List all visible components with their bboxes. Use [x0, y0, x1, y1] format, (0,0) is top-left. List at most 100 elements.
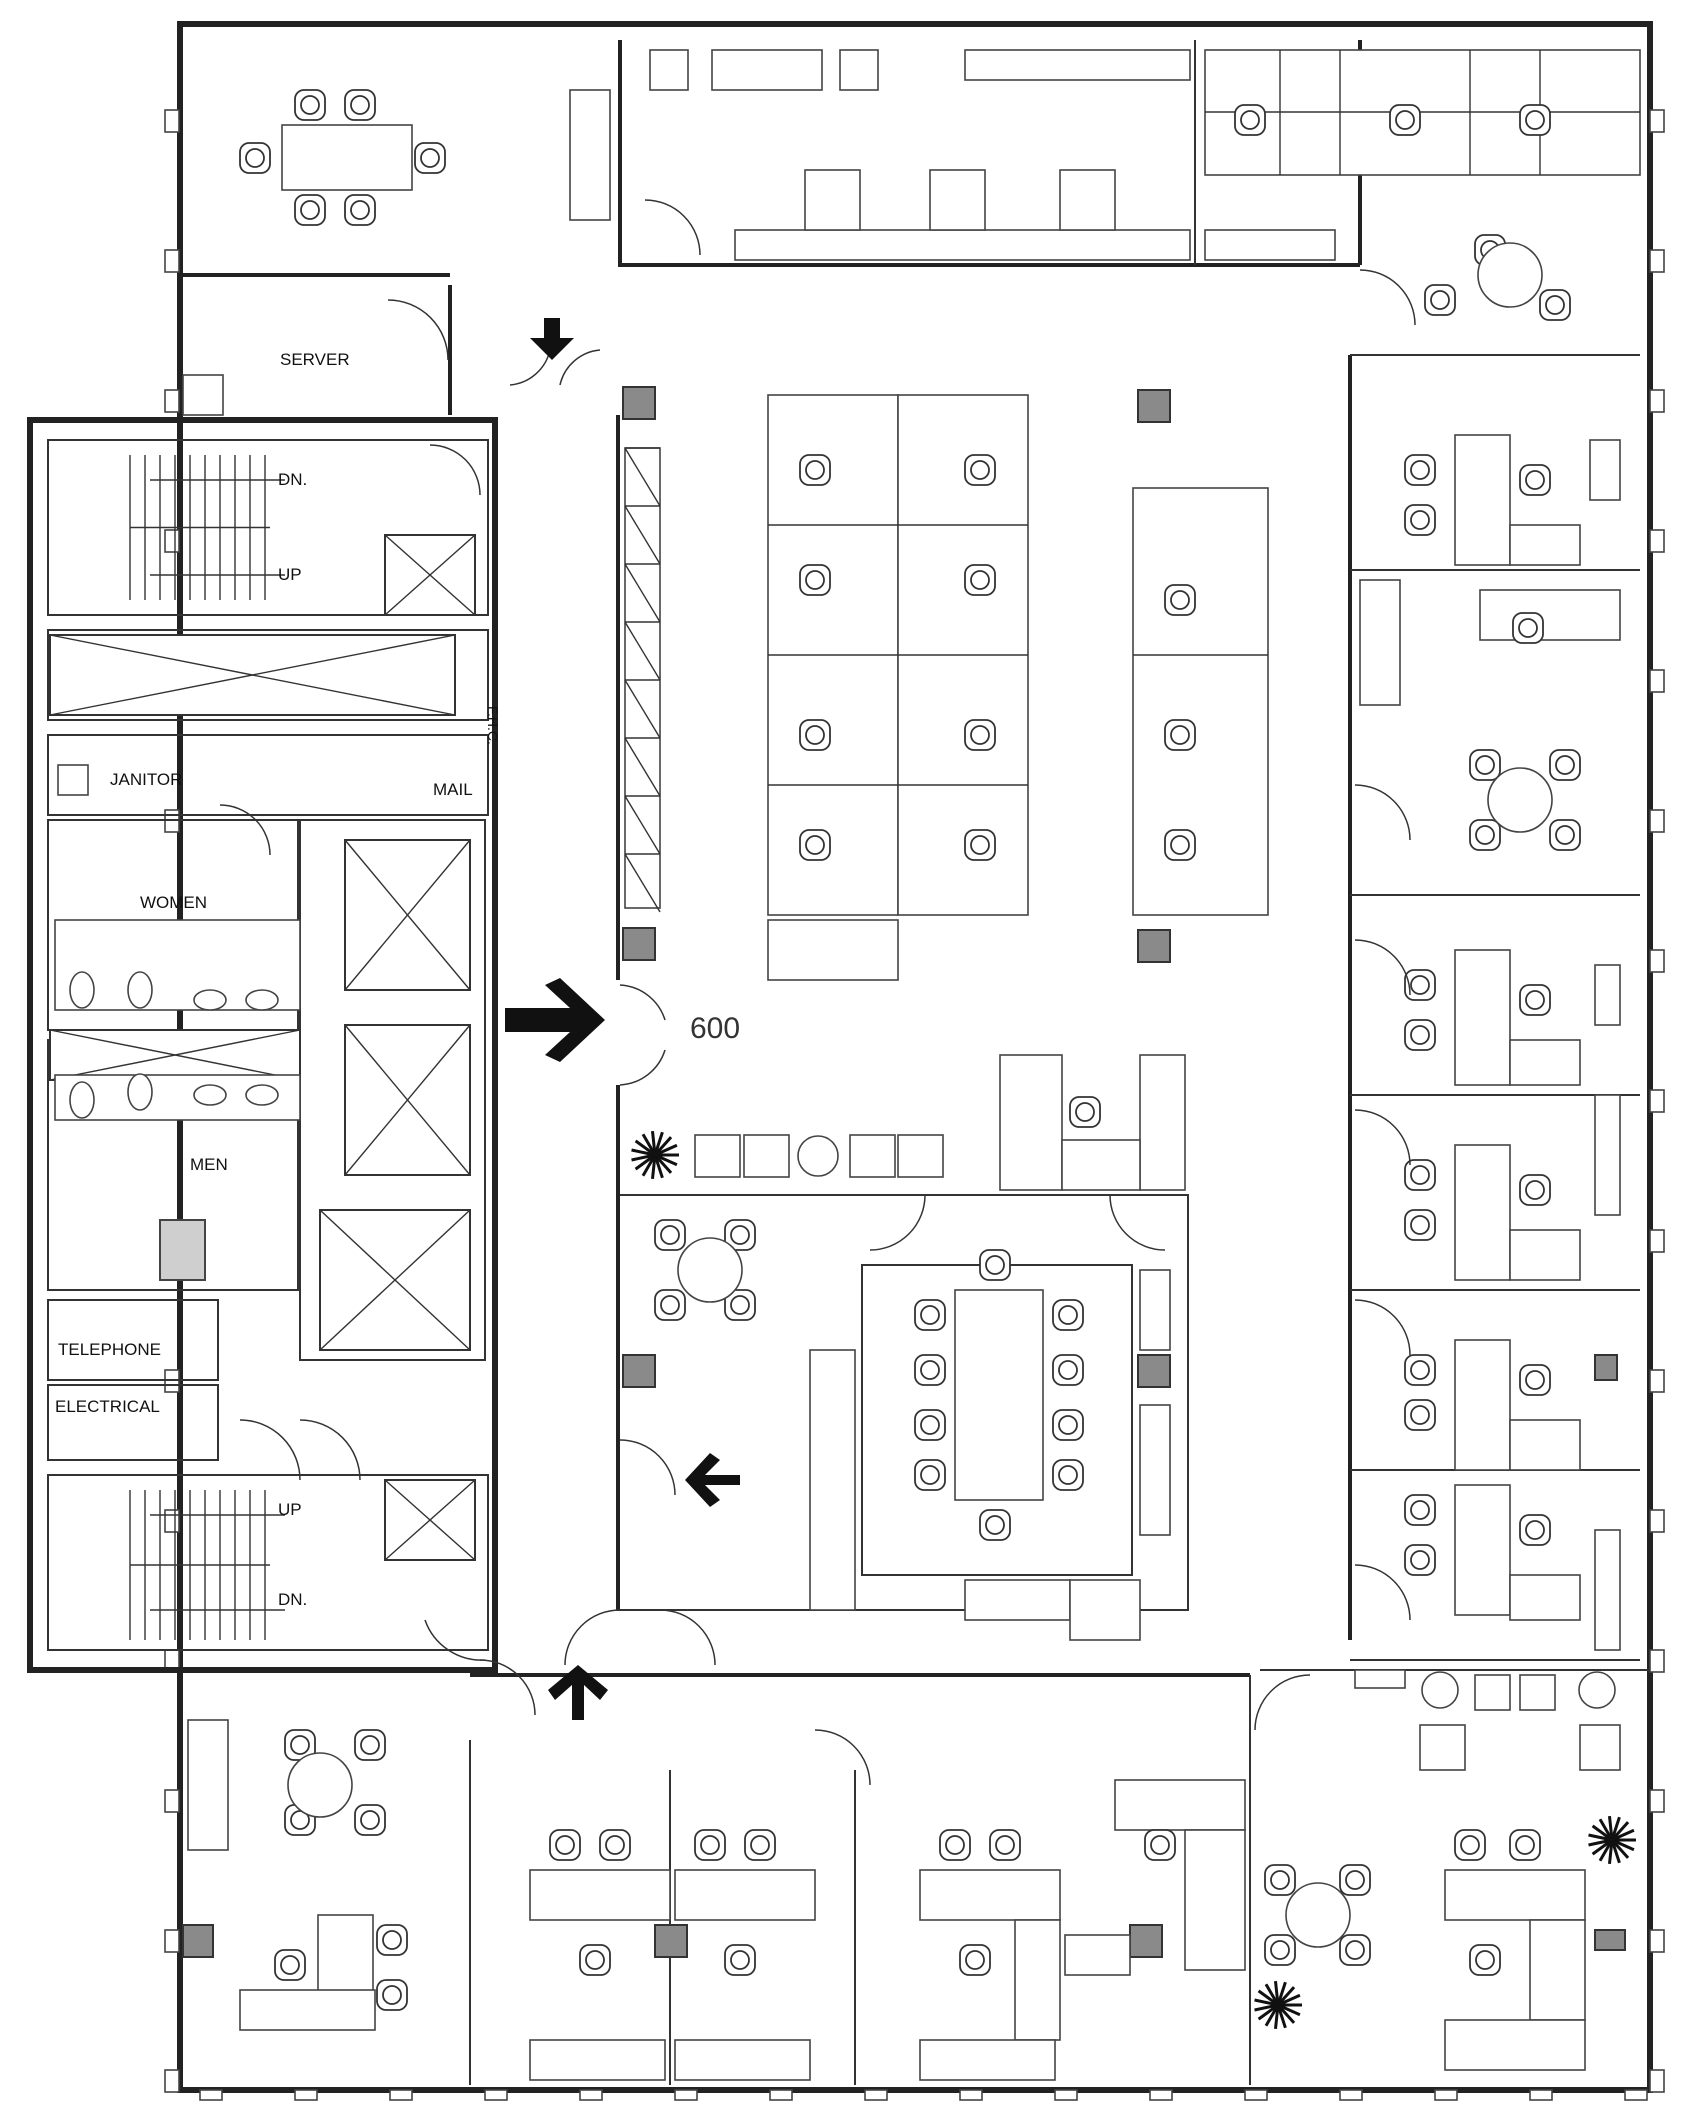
round-table: [1487, 767, 1553, 833]
elevator-shafts: [49, 534, 476, 1561]
chair-seat: [1345, 1870, 1365, 1890]
chair-seat: [1410, 1165, 1430, 1185]
plant-leaf: [654, 1143, 678, 1157]
plant-leaf: [650, 1130, 657, 1156]
plant-leaf: [650, 1154, 657, 1180]
window-mullion: [864, 2089, 888, 2101]
plant-leaf: [654, 1153, 678, 1167]
chair-seat: [300, 95, 320, 115]
window-mullion: [1649, 949, 1665, 973]
window-mullion: [1649, 2069, 1665, 2093]
entry-arrow-south: [548, 1665, 608, 1720]
chair-seat: [1410, 1405, 1430, 1425]
chair-seat: [660, 1225, 680, 1245]
plant-leaf: [653, 1131, 664, 1156]
chair-seat: [1525, 1370, 1545, 1390]
plant-leaf: [631, 1153, 656, 1162]
plant-leaf: [1610, 1816, 1621, 1841]
top-left-conference: [180, 124, 450, 277]
chair-seat: [245, 148, 265, 168]
window-mullion: [1339, 2089, 1363, 2101]
chair-seat: [1460, 1835, 1480, 1855]
reception-desk: [694, 1054, 1186, 1191]
round-table: [287, 1752, 353, 1818]
chair-seat: [1410, 510, 1430, 530]
window-mullion: [164, 1509, 180, 1533]
plant-leaf: [1276, 1986, 1296, 2007]
plant-leaf: [1610, 1838, 1630, 1859]
file-cabinet-drawer: [624, 795, 661, 855]
chair-seat: [700, 1835, 720, 1855]
window-mullion: [164, 109, 180, 133]
plant-leaf: [1610, 1821, 1630, 1842]
chair-seat: [730, 1295, 750, 1315]
chair-seat: [920, 1465, 940, 1485]
window-mullion: [164, 249, 180, 273]
chair-seat: [920, 1360, 940, 1380]
chair-seat: [1345, 1940, 1365, 1960]
plant-leaf: [653, 1136, 673, 1157]
chair-seat: [290, 1735, 310, 1755]
chair-seat: [970, 570, 990, 590]
plant-leaf: [641, 1133, 657, 1156]
window-mullion: [579, 2089, 603, 2101]
plant-leaf: [634, 1153, 656, 1171]
men-label: MEN: [190, 1155, 228, 1174]
chair-seat: [605, 1835, 625, 1855]
plant-leaf: [1276, 2003, 1296, 2024]
doors: [219, 199, 1416, 1786]
window-mullion: [1244, 2089, 1268, 2101]
chair-seat: [360, 1735, 380, 1755]
chair-seat: [1270, 1870, 1290, 1890]
window-mullion: [199, 2089, 223, 2101]
chair-seat: [730, 1950, 750, 1970]
chair-seat: [1410, 460, 1430, 480]
plant-leaf: [1588, 1838, 1613, 1847]
chair-seat: [1395, 110, 1415, 130]
chair-seat: [970, 460, 990, 480]
plant-leaf: [1254, 2003, 1279, 2012]
plant-leaf: [1610, 1839, 1621, 1864]
window-mullion: [164, 529, 180, 553]
chair-seat: [1410, 1215, 1430, 1235]
chair-seat: [1410, 1025, 1430, 1045]
chair-seat: [805, 725, 825, 745]
chair-seat: [970, 725, 990, 745]
chair-seat: [1545, 295, 1565, 315]
plant-leaf: [1264, 2004, 1280, 2027]
plant-leaf: [641, 1154, 657, 1177]
chair-seat: [280, 1955, 300, 1975]
plant-leaf: [1611, 1828, 1635, 1842]
chair-seat: [750, 1835, 770, 1855]
stair-south-dn-label: DN.: [278, 1590, 307, 1609]
window-mullion: [1649, 669, 1665, 693]
mail-label: MAIL: [433, 780, 473, 799]
chair-seat: [1058, 1415, 1078, 1435]
plant-leaf: [1257, 1989, 1279, 2007]
plant-leaf: [1277, 2003, 1301, 2017]
chair-seat: [1170, 835, 1190, 855]
window-mullion: [1529, 2089, 1553, 2101]
plant-leaf: [653, 1154, 664, 1179]
chair-seat: [660, 1295, 680, 1315]
chair-seat: [1555, 755, 1575, 775]
window-mullion: [1649, 529, 1665, 553]
chair-seat: [1475, 755, 1495, 775]
chair-seat: [1058, 1465, 1078, 1485]
filing-cabinets-wall: [624, 447, 661, 913]
chair-seat: [420, 148, 440, 168]
chair-seat: [1240, 110, 1260, 130]
plant-leaf: [1591, 1824, 1613, 1842]
chair-seat: [1410, 1550, 1430, 1570]
chair-seat: [1525, 110, 1545, 130]
chair-seat: [970, 835, 990, 855]
window-mullion: [389, 2089, 413, 2101]
chair-seat: [730, 1225, 750, 1245]
chair-seat: [805, 835, 825, 855]
chair-seat: [1410, 1360, 1430, 1380]
server-label: SERVER: [280, 350, 350, 369]
chair-seat: [1075, 1102, 1095, 1122]
chair-seat: [350, 95, 370, 115]
chair-seat: [945, 1835, 965, 1855]
